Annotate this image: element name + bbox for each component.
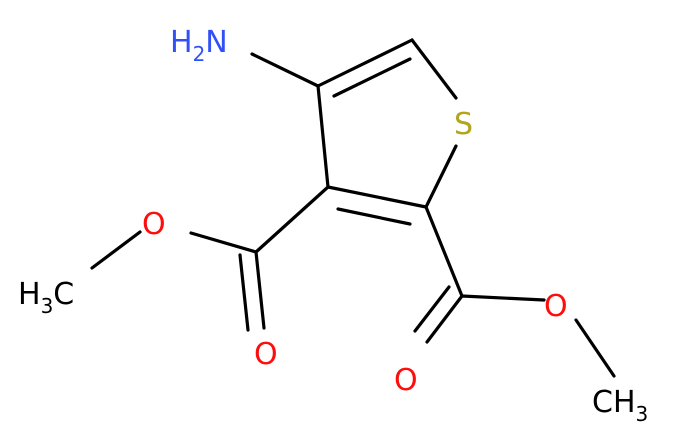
carbonyl-oxygen-right-label: O	[394, 363, 418, 398]
bond-carbonyl-o-left-double	[238, 253, 250, 332]
bond-carbonyl-ester-o-right	[460, 294, 546, 302]
bond-c4-c5	[316, 38, 414, 88]
bond-s-c2	[424, 144, 458, 209]
ester-oxygen-left-label: O	[142, 207, 166, 242]
bond-c2-c3-double	[336, 207, 412, 226]
bond-c2-carbonyl-right	[424, 205, 464, 298]
methyl-right-label: CH3	[592, 385, 648, 426]
ester-oxygen-right-label: O	[544, 289, 568, 324]
bond-ester-o-methyl-right	[574, 318, 616, 378]
sulfur-atom-label: S	[454, 107, 473, 142]
bond-c5-s	[410, 38, 458, 100]
bond-ester-o-methyl-left	[90, 230, 142, 270]
amino-group-label: H2N	[170, 25, 228, 66]
bond-c3-carbonyl-left	[254, 185, 330, 254]
bond-carbonyl-o-right	[425, 294, 464, 344]
bond-carbonyl-o-left	[254, 250, 266, 330]
bond-c2-c3	[326, 185, 428, 209]
bond-carbonyl-o-right-double	[413, 285, 451, 333]
bond-c4-c5-double	[332, 57, 412, 98]
carbonyl-oxygen-left-label: O	[254, 337, 278, 372]
bond-c4-n	[250, 52, 320, 88]
bond-carbonyl-ester-o-left	[189, 231, 258, 254]
bond-c3-c4	[316, 84, 330, 189]
methyl-left-label: H3C	[18, 277, 74, 318]
